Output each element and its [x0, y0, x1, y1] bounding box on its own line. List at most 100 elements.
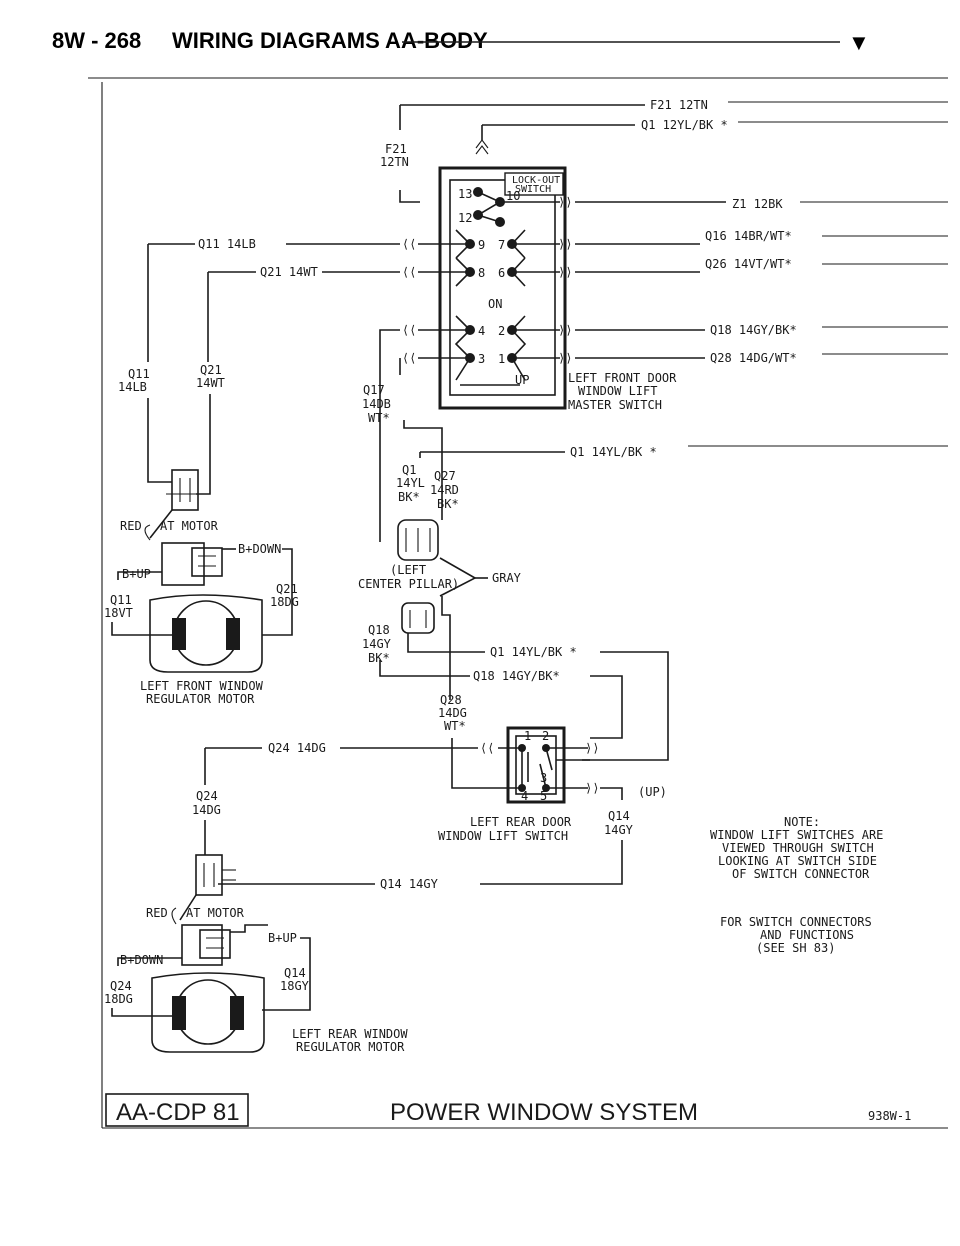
wire-label-z1: Z1 12BK	[732, 197, 783, 211]
rear-motor-body	[151, 972, 265, 1053]
notes: NOTE: WINDOW LIFT SWITCHES ARE VIEWED TH…	[710, 815, 883, 955]
front-motor-q21-1: Q21	[276, 582, 298, 596]
rear-motor-name-2: REGULATOR MOTOR	[296, 1040, 405, 1054]
wire-label-q21-v2: 14WT	[196, 376, 225, 390]
rear-motor-connector	[195, 854, 223, 896]
rear-motor-bdown: B+DOWN	[120, 953, 163, 967]
note-line-2: VIEWED THROUGH SWITCH	[722, 841, 874, 855]
front-motor-plug	[161, 542, 205, 586]
wire-label-q17-1: Q17	[363, 383, 385, 397]
wire-label-q26: Q26 14VT/WT*	[705, 257, 792, 271]
ref-line-2: AND FUNCTIONS	[760, 928, 854, 942]
front-motor-q11-1: Q11	[110, 593, 132, 607]
pin-4: 4	[478, 324, 485, 338]
pin-6: 6	[498, 266, 505, 280]
svg-text:⟩⟩: ⟩⟩	[558, 351, 572, 365]
svg-text:⟨⟨: ⟨⟨	[480, 741, 494, 755]
wire-pin3-drop: ⟨⟨	[399, 351, 470, 520]
rear-switch-name-2: WINDOW LIFT SWITCH	[438, 829, 568, 843]
wire-label-f21: F21 12TN	[650, 98, 708, 112]
rear-motor-brush-left	[172, 996, 186, 1030]
rear-motor-brush-right	[230, 996, 244, 1030]
wire-q18: ⟩⟩ Q18 14GY/BK*	[512, 323, 948, 337]
rear-motor-q24s-2: 18DG	[104, 992, 133, 1006]
rear-motor-name-1: LEFT REAR WINDOW	[292, 1027, 408, 1041]
front-motor-body	[149, 594, 263, 673]
svg-text:⟩⟩: ⟩⟩	[558, 323, 572, 337]
wire-label-q24: Q24 14DG	[268, 741, 326, 755]
wire-f21: F21 12TN F21 12TN	[380, 98, 948, 203]
wire-q17: ⟨⟨ Q17 14DB WT*	[362, 323, 470, 542]
svg-text:⟩⟩: ⟩⟩	[585, 741, 599, 755]
pin-9: 9	[478, 238, 485, 252]
rear-motor-at-motor: AT MOTOR	[186, 906, 245, 920]
pillar-q18-3: BK*	[368, 651, 390, 665]
rear-switch: Q24 14DG ⟨⟨ 1 2 3 4 5 ⟩⟩ ⟩⟩ (UP) LEFT RE…	[204, 726, 667, 891]
front-motor-red: RED	[120, 519, 142, 533]
rear-motor-q14-2: 18GY	[280, 979, 310, 993]
wire-label-q17-3: WT*	[368, 411, 390, 425]
master-switch-inner	[449, 179, 556, 396]
pillar-name-2: CENTER PILLAR)	[358, 577, 459, 591]
wire-z1: ⟩⟩ Z1 12BK	[500, 195, 948, 211]
front-motor-brush-right	[226, 618, 240, 650]
svg-text:⟩⟩: ⟩⟩	[585, 781, 599, 795]
master-switch-name-1: LEFT FRONT DOOR	[568, 371, 677, 385]
switch-up-label: UP	[515, 373, 529, 387]
page-code: 8W - 268	[52, 28, 141, 53]
pillar-name-1: (LEFT	[390, 563, 426, 577]
pillar-q28-2: 14DG	[438, 706, 467, 720]
svg-text:⟨⟨: ⟨⟨	[402, 265, 416, 279]
wire-q1-mid: Q1 14YL/BK *	[419, 445, 948, 459]
front-motor-connector	[171, 469, 199, 511]
pin-12: 12	[458, 211, 472, 225]
rear-motor-q14-1: Q14	[284, 966, 306, 980]
pillar-q18-2: 14GY	[362, 637, 392, 651]
pin-7: 7	[498, 238, 505, 252]
footer-system-title: POWER WINDOW SYSTEM	[390, 1099, 698, 1126]
front-motor-assembly: RED AT MOTOR B+DOWN Q21 18DG B+UP Q11 18…	[104, 469, 299, 706]
front-motor-name-1: LEFT FRONT WINDOW	[140, 679, 264, 693]
pillar-q27-2: 14RD	[430, 483, 459, 497]
wire-label-q1-top: Q1 12YL/BK *	[641, 118, 728, 132]
master-switch-name-2: WINDOW LIFT	[578, 384, 657, 398]
pillar-q28-3: WT*	[444, 719, 466, 733]
wire-label-q21-v1: Q21	[200, 363, 222, 377]
pillar-q28-1: Q28	[440, 693, 462, 707]
wire-label-f21-v1: F21	[385, 142, 407, 156]
wire-label-f21-v2: 12TN	[380, 155, 409, 169]
ref-line-3: (SEE SH 83)	[756, 941, 835, 955]
rear-switch-name-1: LEFT REAR DOOR	[470, 815, 572, 829]
svg-text:⟩⟩: ⟩⟩	[558, 265, 572, 279]
svg-text:⟩⟩: ⟩⟩	[558, 237, 572, 251]
pillar-gray-label: GRAY	[492, 571, 522, 585]
rear-switch-q14-1: Q14	[608, 809, 630, 823]
rear-motor-q24s-1: Q24	[110, 979, 132, 993]
rear-pin-5: 5	[540, 789, 547, 803]
front-motor-brush-left	[172, 618, 186, 650]
rear-pin-4: 4	[521, 789, 528, 803]
rear-switch-q14-2: 14GY	[604, 823, 634, 837]
rear-pin-1: 1	[524, 729, 531, 743]
rear-motor-q24-2: 14DG	[192, 803, 221, 817]
switch-on-label: ON	[488, 297, 502, 311]
wire-q21: Q21 14WT ⟨⟨ Q21 14WT	[196, 265, 470, 495]
center-pillar-connector: Q1 14YL BK* Q27 14RD BK* (LEFT CENTER PI…	[358, 463, 669, 789]
footer-drawing-no: 938W-1	[868, 1109, 911, 1123]
wire-label-q1-mid: Q1 14YL/BK *	[570, 445, 657, 459]
pillar-q1-3: BK*	[398, 490, 420, 504]
pin-13: 13	[458, 187, 472, 201]
wire-q28: ⟩⟩ Q28 14DG/WT*	[512, 351, 948, 365]
front-motor-bdown: B+DOWN	[238, 542, 281, 556]
front-motor-q11-2: 18VT	[104, 606, 133, 620]
ref-line-1: FOR SWITCH CONNECTORS	[720, 915, 872, 929]
pillar-q18-1: Q18	[368, 623, 390, 637]
rear-motor-plug	[181, 924, 223, 966]
footer-ref-box	[105, 1093, 249, 1127]
front-motor-q21-2: 18DG	[270, 595, 299, 609]
rear-motor-bup: B+UP	[268, 931, 297, 945]
pin-1: 1	[498, 352, 505, 366]
wire-label-q11-v2: 14LB	[118, 380, 147, 394]
wire-label-q21: Q21 14WT	[260, 265, 318, 279]
